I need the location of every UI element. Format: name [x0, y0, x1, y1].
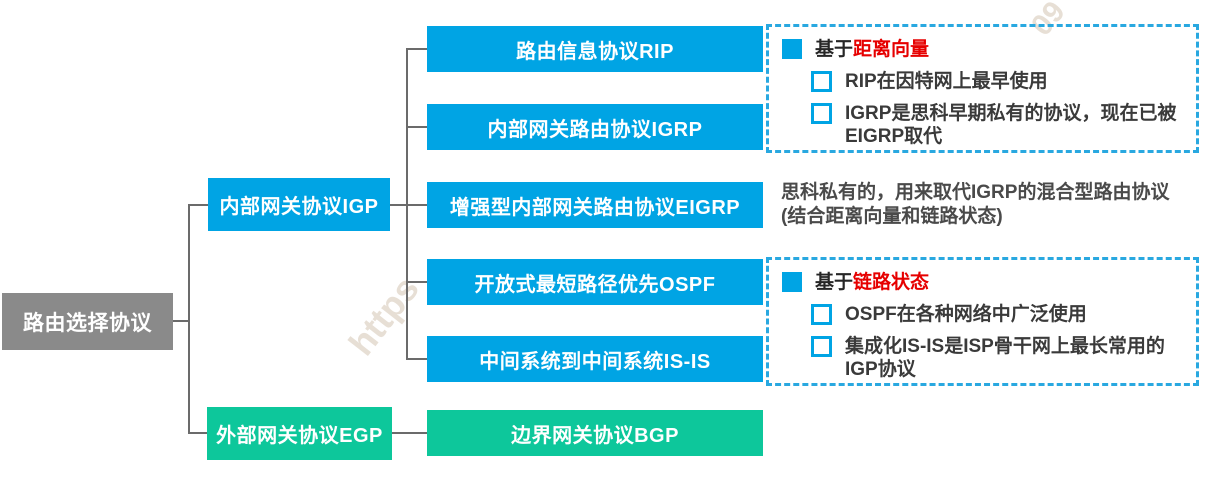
note-heading: 基于距离向量	[815, 38, 929, 61]
node-ospf-label: 开放式最短路径优先OSPF	[474, 273, 716, 296]
connector-split-to-egp	[188, 432, 208, 434]
node-bgp: 边界网关协议BGP	[427, 410, 763, 456]
node-igrp: 内部网关路由协议IGRP	[427, 104, 763, 150]
node-isis-label: 中间系统到中间系统IS-IS	[479, 350, 711, 373]
node-rip-label: 路由信息协议RIP	[516, 40, 674, 63]
connector-root-to-split	[173, 320, 190, 322]
note-item: OSPF在各种网络中广泛使用	[845, 304, 1087, 325]
note-item-row: 集成化IS-IS是ISP骨干网上最长常用的IGP协议	[811, 335, 1184, 381]
note-heading-highlight: 距离向量	[853, 39, 930, 60]
hollow-square-bullet-icon	[811, 103, 832, 124]
note-item-row: IGRP是思科早期私有的协议，现在已被EIGRP取代	[811, 102, 1184, 148]
node-igrp-label: 内部网关路由协议IGRP	[487, 118, 703, 141]
connector-trunk-to-ospf	[406, 281, 427, 283]
solid-square-bullet-icon	[782, 39, 802, 59]
node-eigrp-label: 增强型内部网关路由协议EIGRP	[449, 196, 741, 219]
note-item: 集成化IS-IS是ISP骨干网上最长常用的IGP协议	[845, 336, 1165, 380]
note-heading: 基于链路状态	[815, 271, 929, 294]
note-heading-highlight: 链路状态	[853, 272, 930, 293]
note-item-row: OSPF在各种网络中广泛使用	[811, 303, 1184, 326]
note-heading-prefix: 基于	[815, 272, 854, 293]
note-eigrp-line2: (结合距离向量和链路状态)	[781, 206, 1003, 227]
node-root: 路由选择协议	[2, 293, 173, 350]
connector-trunk-to-rip	[406, 48, 427, 50]
connector-trunk-to-isis	[406, 358, 427, 360]
note-eigrp-line1: 思科私有的，用来取代IGRP的混合型路由协议	[781, 182, 1170, 203]
connector-split-trunk	[188, 204, 190, 434]
hollow-square-bullet-icon	[811, 336, 832, 357]
node-eigrp: 增强型内部网关路由协议EIGRP	[427, 182, 763, 228]
connector-split-to-igp	[188, 204, 208, 206]
hollow-square-bullet-icon	[811, 304, 832, 325]
note-box-link-state: 基于链路状态 OSPF在各种网络中广泛使用 集成化IS-IS是ISP骨干网上最长…	[766, 257, 1199, 386]
node-igp: 内部网关协议IGP	[208, 178, 390, 231]
connector-trunk-to-igrp	[406, 126, 427, 128]
note-item-row: RIP在因特网上最早使用	[811, 70, 1184, 93]
node-rip: 路由信息协议RIP	[427, 26, 763, 72]
note-eigrp: 思科私有的，用来取代IGRP的混合型路由协议 (结合距离向量和链路状态)	[781, 181, 1210, 229]
note-heading-prefix: 基于	[815, 39, 854, 60]
node-root-label: 路由选择协议	[23, 311, 152, 335]
connector-trunk-to-eigrp	[406, 204, 427, 206]
node-egp: 外部网关协议EGP	[207, 407, 392, 460]
node-isis: 中间系统到中间系统IS-IS	[427, 336, 763, 382]
note-heading-row: 基于距离向量	[782, 38, 1184, 61]
hollow-square-bullet-icon	[811, 71, 832, 92]
connector-igp-to-trunk	[390, 204, 408, 206]
node-egp-label: 外部网关协议EGP	[216, 425, 383, 447]
note-item: IGRP是思科早期私有的协议，现在已被EIGRP取代	[845, 103, 1177, 147]
note-box-distance-vector: 基于距离向量 RIP在因特网上最早使用 IGRP是思科早期私有的协议，现在已被E…	[766, 24, 1199, 153]
node-bgp-label: 边界网关协议BGP	[511, 424, 679, 447]
node-igp-label: 内部网关协议IGP	[219, 196, 379, 218]
solid-square-bullet-icon	[782, 272, 802, 292]
note-heading-row: 基于链路状态	[782, 271, 1184, 294]
node-ospf: 开放式最短路径优先OSPF	[427, 259, 763, 305]
note-item: RIP在因特网上最早使用	[845, 71, 1048, 92]
connector-egp-to-bgp	[392, 432, 427, 434]
